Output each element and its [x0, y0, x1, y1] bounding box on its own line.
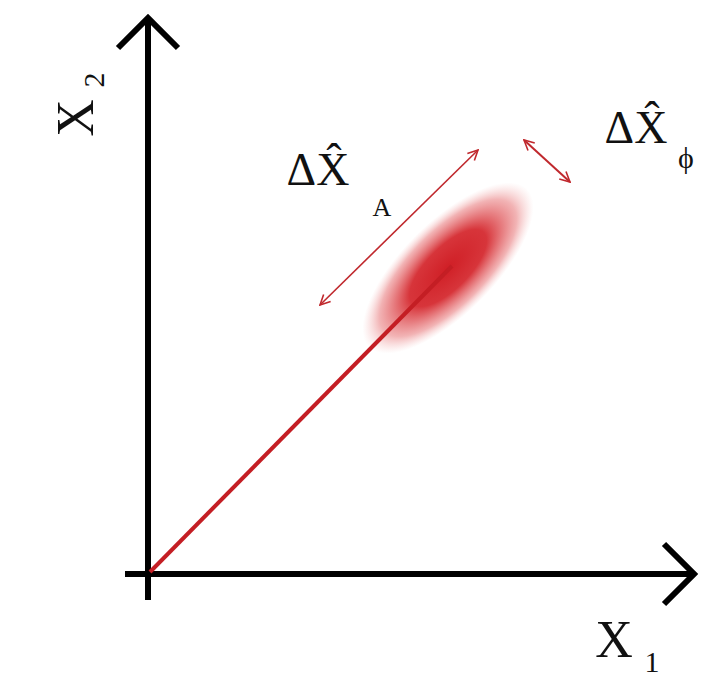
axis-subscript: 1 — [645, 647, 660, 677]
uncertainty-subscript: A — [373, 195, 392, 221]
axis-label: X — [595, 614, 633, 666]
uncertainty-label: ΔX̂ — [287, 147, 350, 193]
amplitude-vector — [150, 266, 452, 572]
uncertainty-label: ΔX̂ — [605, 105, 668, 151]
x2-axis — [145, 18, 151, 600]
axis-subscript: 2 — [78, 73, 108, 88]
x1-axis — [125, 571, 694, 577]
axis-arrowhead — [664, 544, 694, 604]
axis-label: X — [50, 99, 102, 137]
phase-uncertainty-arrow — [524, 140, 570, 182]
uncertainty-subscript: ϕ — [678, 143, 694, 173]
axis-arrowhead — [118, 18, 178, 48]
